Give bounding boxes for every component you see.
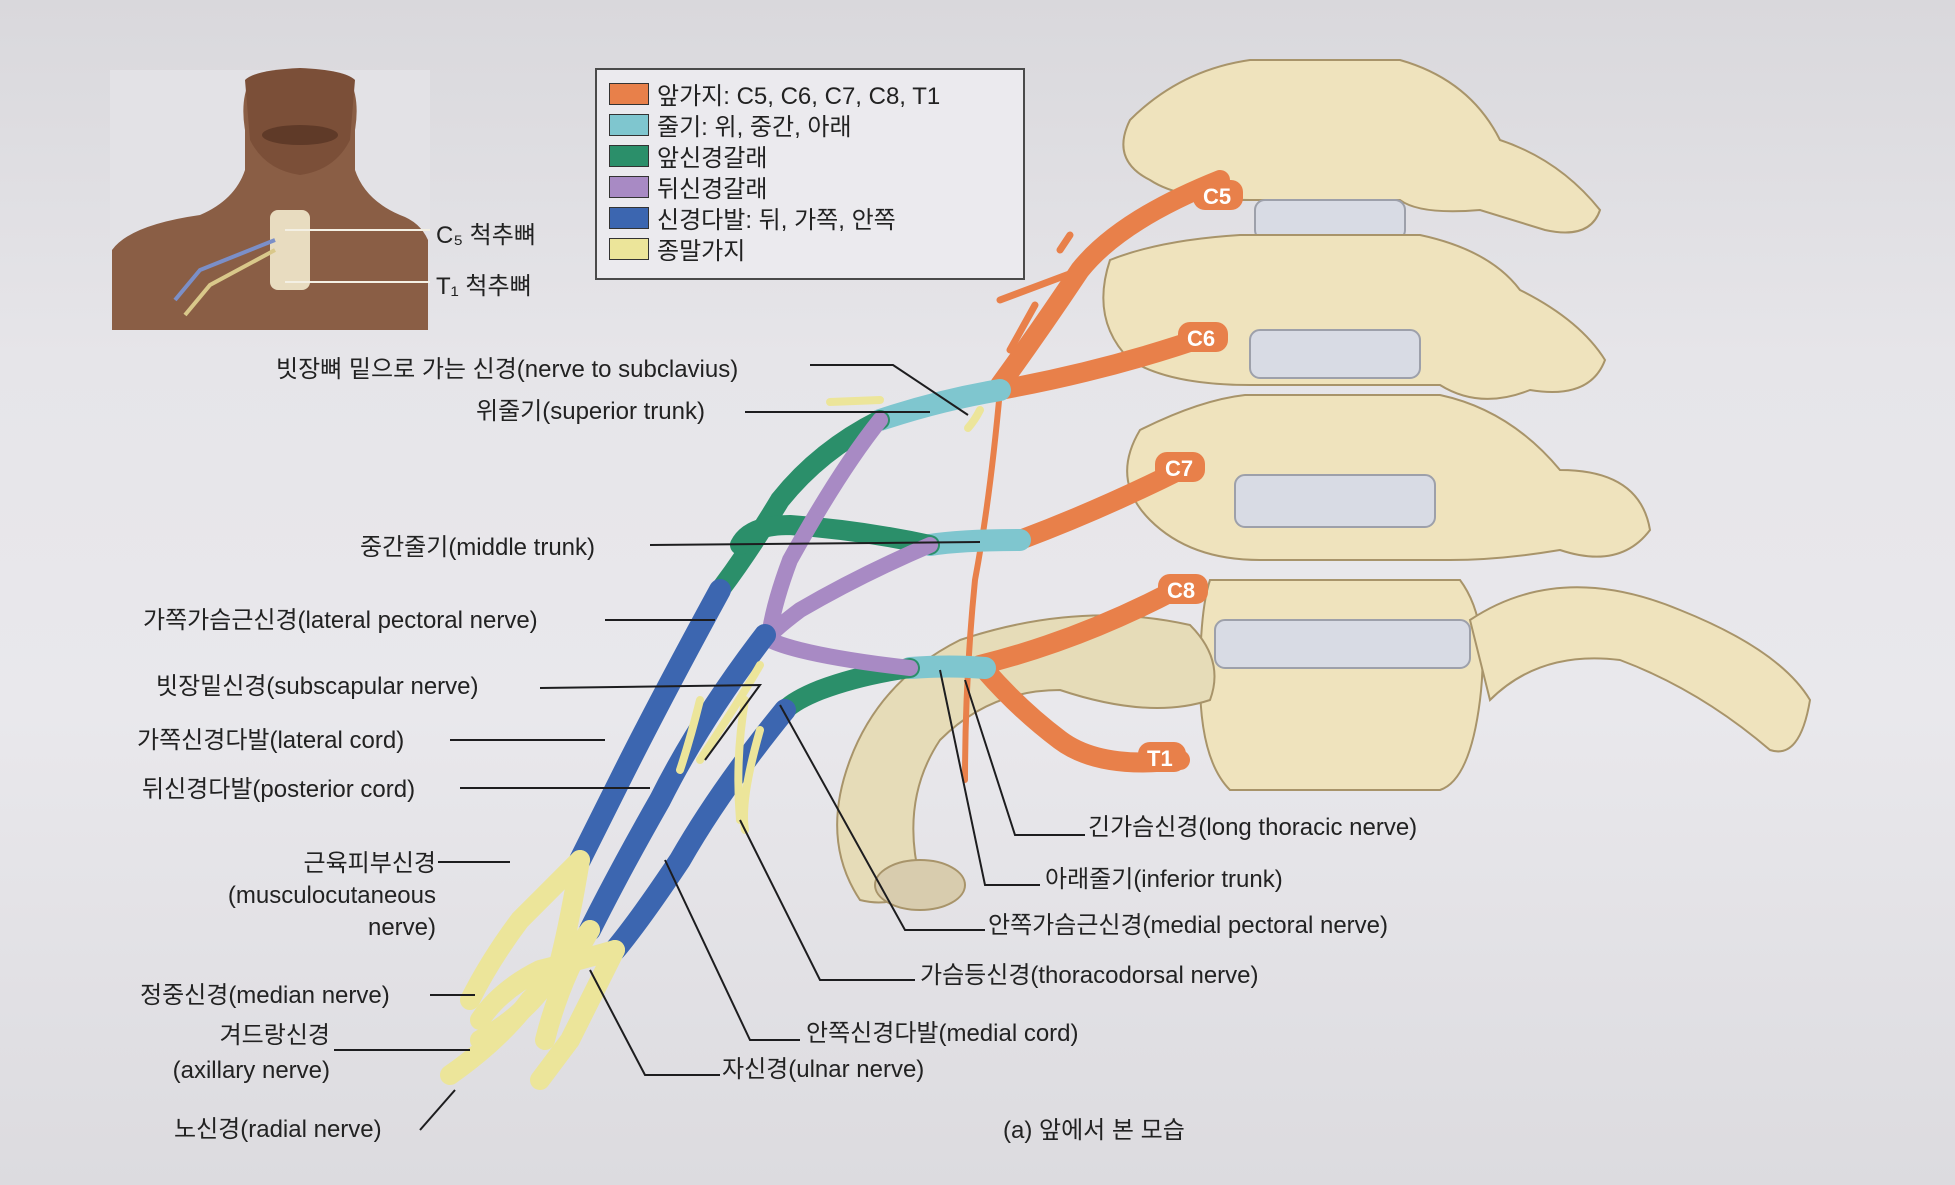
inset-neck-figure	[110, 68, 430, 330]
legend-item-trunks: 줄기: 위, 중간, 아래	[609, 109, 1011, 141]
label-medial-cord: 안쪽신경다발(medial cord)	[806, 1020, 1079, 1047]
label-lateral-pectoral-nerve: 가쪽가슴근신경(lateral pectoral nerve)	[143, 607, 538, 634]
posterior-divisions	[762, 412, 938, 676]
legend-item-anterior-divisions: 앞신경갈래	[609, 140, 1011, 172]
label-radial-nerve: 노신경(radial nerve)	[174, 1116, 382, 1143]
legend-label: 앞신경갈래	[657, 145, 768, 172]
label-musculocutaneous-2: (musculocutaneous	[227, 882, 436, 909]
c8-label: C8	[1167, 578, 1195, 603]
label-inferior-trunk: 아래줄기(inferior trunk)	[1045, 866, 1283, 893]
legend-item-ventral-rami: 앞가지: C5, C6, C7, C8, T1	[609, 78, 1011, 110]
c5-vertebra-label: C₅ 척추뼈	[436, 222, 536, 249]
label-nerve-to-subclavius: 빗장뼈 밑으로 가는 신경(nerve to subclavius)	[276, 356, 739, 383]
label-medial-pectoral-nerve: 안쪽가슴근신경(medial pectoral nerve)	[988, 912, 1388, 939]
label-musculocutaneous-3: nerve)	[367, 914, 436, 941]
legend-swatch	[609, 175, 649, 198]
label-lateral-cord: 가쪽신경다발(lateral cord)	[137, 727, 405, 754]
c5-label: C5	[1203, 184, 1231, 209]
label-ulnar-nerve: 자신경(ulnar nerve)	[722, 1056, 925, 1083]
legend-label: 뒤신경갈래	[657, 176, 768, 203]
label-median-nerve: 정중신경(median nerve)	[140, 982, 390, 1009]
legend-swatch	[609, 206, 649, 229]
legend-label: 종말가지	[657, 238, 746, 265]
legend-label: 줄기: 위, 중간, 아래	[657, 114, 852, 141]
vertebra-labels: C5 C6 C7 C8 T1	[1138, 180, 1243, 772]
color-legend: 앞가지: C5, C6, C7, C8, T1 줄기: 위, 중간, 아래 앞신…	[595, 68, 1025, 280]
minor-branches	[676, 396, 984, 834]
c6-label: C6	[1187, 326, 1215, 351]
legend-swatch	[609, 237, 649, 260]
label-posterior-cord: 뒤신경다발(posterior cord)	[142, 776, 416, 803]
label-axillary-1: 겨드랑신경	[219, 1022, 330, 1049]
legend-swatch	[609, 113, 649, 136]
label-superior-trunk: 위줄기(superior trunk)	[476, 398, 705, 425]
t1-label: T1	[1147, 746, 1173, 771]
label-middle-trunk: 중간줄기(middle trunk)	[360, 534, 596, 561]
label-long-thoracic-nerve: 긴가슴신경(long thoracic nerve)	[1088, 814, 1418, 841]
label-subscapular-nerve: 빗장밑신경(subscapular nerve)	[156, 673, 479, 700]
leader-lines	[334, 364, 1085, 1131]
c7-label: C7	[1165, 456, 1193, 481]
label-thoracodorsal-nerve: 가슴등신경(thoracodorsal nerve)	[920, 962, 1259, 989]
label-musculocutaneous-1: 근육피부신경	[303, 850, 436, 877]
legend-item-terminal-branches: 종말가지	[609, 233, 1011, 265]
legend-label: 앞가지: C5, C6, C7, C8, T1	[657, 83, 941, 110]
legend-item-cords: 신경다발: 뒤, 가쪽, 안쪽	[609, 202, 1011, 234]
ventral-rami	[962, 170, 1230, 783]
figure-caption: (a) 앞에서 본 모습	[1003, 1117, 1185, 1144]
terminal-branches	[440, 850, 625, 1090]
legend-swatch	[609, 144, 649, 167]
label-axillary-2: (axillary nerve)	[172, 1057, 330, 1084]
trunks	[869, 379, 1031, 679]
legend-item-posterior-divisions: 뒤신경갈래	[609, 171, 1011, 203]
legend-label: 신경다발: 뒤, 가쪽, 안쪽	[657, 207, 896, 234]
vertebral-column	[836, 59, 1812, 911]
t1-vertebra-label: T₁ 척추뼈	[436, 273, 532, 300]
legend-swatch	[609, 82, 649, 105]
